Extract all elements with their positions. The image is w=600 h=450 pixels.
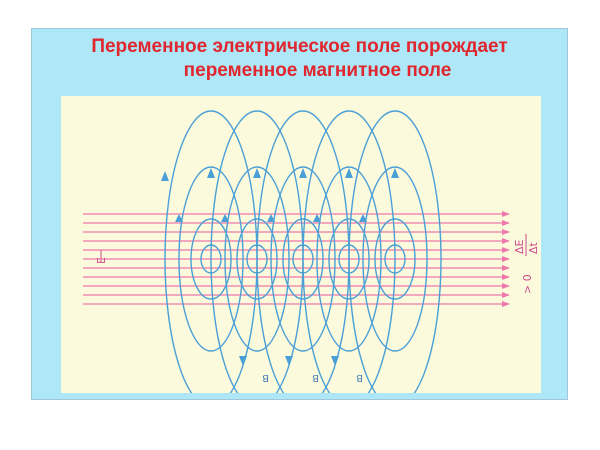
magnetic-loop	[362, 166, 428, 352]
rate-denominator: Δt	[527, 241, 540, 254]
magnetic-loop-set	[302, 110, 396, 393]
rate-numerator: ΔE	[513, 239, 526, 254]
rate-condition: > 0	[521, 274, 534, 294]
magnetic-loop	[348, 110, 442, 393]
magnetic-field-label: B	[312, 372, 319, 383]
slide: Переменное электрическое поле порождает …	[31, 28, 568, 400]
electric-field-label-group: E	[95, 250, 108, 264]
magnetic-loop	[374, 218, 416, 300]
magnetic-loop	[270, 166, 336, 352]
rate-of-change-label: ΔE Δt > 0	[513, 234, 540, 294]
electric-field-label: E	[95, 257, 108, 264]
magnetic-field-loops	[164, 110, 442, 393]
magnetic-loop	[282, 218, 324, 300]
title-line-2: переменное магнитное поле	[183, 60, 452, 81]
magnetic-loop	[302, 110, 396, 393]
title-line-1: Переменное электрическое поле порождает	[91, 36, 508, 57]
electric-field-lines	[83, 211, 510, 307]
magnetic-loop	[178, 166, 244, 352]
slide-title: Переменное электрическое поле порождает …	[32, 35, 567, 83]
magnetic-loop	[384, 244, 406, 274]
magnetic-field-label: B	[356, 372, 363, 383]
magnetic-field-arrow-icon	[161, 168, 399, 366]
magnetic-loop	[328, 218, 370, 300]
magnetic-loop-set	[348, 110, 442, 393]
field-diagram: E B B B ΔE Δt > 0	[83, 110, 540, 393]
magnetic-loop	[236, 218, 278, 300]
magnetic-field-label: B	[262, 372, 269, 383]
magnetic-loop	[316, 166, 382, 352]
magnetic-loop	[224, 166, 290, 352]
diagram-panel: E B B B ΔE Δt > 0	[61, 96, 541, 393]
magnetic-loop	[190, 218, 232, 300]
